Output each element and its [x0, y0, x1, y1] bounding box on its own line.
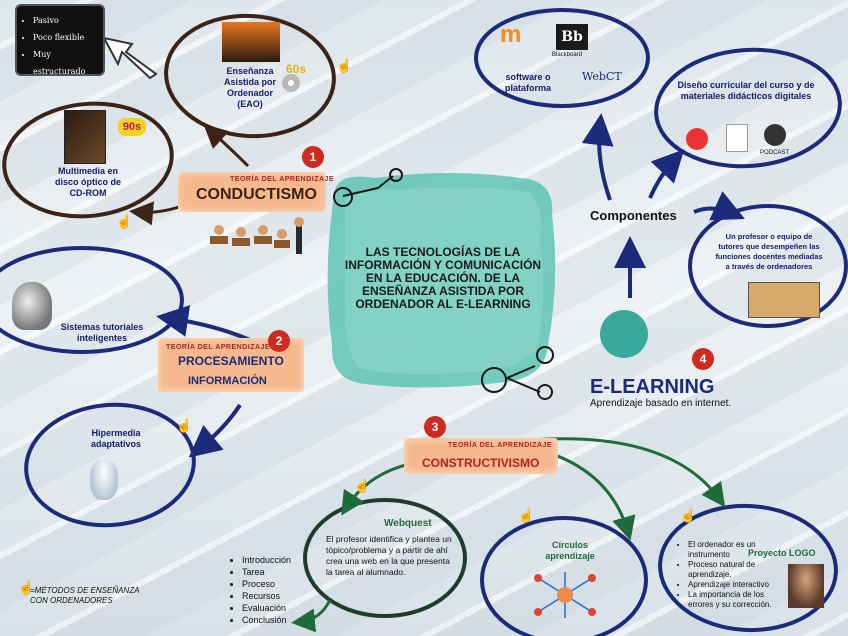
- sistemas-text: Sistemas tutoriales inteligentes: [60, 322, 144, 343]
- logo-item: Proceso natural de aprendizaje.: [688, 560, 784, 580]
- robot-head-image: [12, 282, 52, 330]
- webquest-steps-list: Introducción Tarea Proceso Recursos Eval…: [230, 554, 291, 626]
- youtube-icon: [686, 128, 708, 150]
- ellipse-multimedia: [2, 101, 174, 219]
- webquest-title: Webquest: [384, 518, 432, 529]
- badge-4: 4: [692, 348, 714, 370]
- hand-pointer-icon: ☝: [176, 418, 193, 433]
- elearning-title: E-LEARNING: [590, 376, 715, 398]
- tablet-item: Muy estructurado: [33, 46, 103, 80]
- eao-image: [222, 22, 280, 62]
- robot-toy-image: [90, 460, 118, 500]
- conductismo-theory-tag: TEORÍA DEL APRENDIZAJE: [230, 176, 335, 183]
- tutores-text: Un profesor o equipo de tutores que dese…: [715, 232, 823, 271]
- moodle-logo-icon: m: [500, 21, 522, 48]
- podcast-label: PODCAST: [760, 150, 790, 156]
- constructivismo-title: CONSTRUCTIVISMO: [422, 456, 540, 470]
- network-illustration: [530, 570, 600, 620]
- ensenanza-text: Enseñanza Asistida por Ordenador (EAO): [223, 66, 276, 109]
- tablet-characteristics-list: Pasivo Poco flexible Muy estructurado: [17, 12, 103, 80]
- logo-item: Aprendizaje interactivo: [688, 580, 784, 590]
- procesamiento-title-2: INFORMACIÓN: [188, 375, 267, 387]
- ellipse-ensenanza: [164, 13, 336, 139]
- logo-title: Proyecto LOGO: [748, 548, 816, 558]
- componentes-label: Componentes: [590, 208, 677, 223]
- constructivismo-theory-tag: TEORÍA DEL APRENDIZAJE: [448, 442, 553, 449]
- ellipse-software: [474, 8, 650, 108]
- ellipse-logo: [658, 503, 838, 633]
- hand-pointer-icon-legend: ☝: [18, 580, 35, 595]
- badge-2: 2: [268, 330, 290, 352]
- cd-rom-image: [64, 110, 106, 164]
- multimedia-text: Multimedia en disco óptico de CD-ROM: [54, 166, 121, 198]
- sticker-60s: 60s: [286, 62, 307, 76]
- disenio-text: Diseño curricular del curso y de materia…: [677, 80, 815, 101]
- online-tutor-illustration: [748, 282, 820, 318]
- cd-disc-icon: [282, 74, 300, 92]
- blackboard-logo-icon: Bb: [556, 24, 588, 50]
- webquest-step: Recursos: [242, 590, 291, 602]
- outline-arrow-to-tablet: [102, 36, 158, 80]
- sticker-90s: 90s: [118, 118, 146, 136]
- hand-pointer-icon: ☝: [336, 58, 353, 73]
- software-text: software o plataforma: [504, 72, 551, 93]
- procesamiento-theory-tag: TEORÍA DEL APRENDIZAJE: [166, 344, 271, 351]
- papert-portrait-image: [788, 564, 824, 608]
- webquest-text: El profesor identifica y plantea un tópi…: [326, 534, 452, 577]
- hand-pointer-icon: ☝: [518, 508, 535, 523]
- central-title: LAS TECNOLOGÍAS DE LA INFORMACIÓN Y COMU…: [344, 245, 542, 311]
- legend-text: =MÉTODOS DE ENSEÑANZA CON ORDENADORES: [30, 586, 140, 605]
- molecule-decoration-top: [333, 168, 403, 207]
- hand-pointer-icon: ☝: [116, 214, 133, 229]
- tablet-device: Pasivo Poco flexible Muy estructurado: [15, 4, 105, 76]
- hand-pointer-icon: ☝: [680, 508, 697, 523]
- webquest-step: Proceso: [242, 578, 291, 590]
- webquest-step: Evaluación: [242, 602, 291, 614]
- elearning-laptop-icon: [600, 310, 648, 358]
- ellipse-disenio: [654, 47, 842, 169]
- hand-pointer-icon: ☝: [354, 478, 371, 493]
- classroom-illustration: [208, 216, 318, 258]
- ellipse-hipermedia: [24, 402, 196, 528]
- tablet-item: Pasivo: [33, 12, 103, 29]
- hipermedia-text: Hipermedia adaptativos: [90, 428, 141, 449]
- webct-label: WebCT: [582, 70, 622, 83]
- logo-items-list: El ordenador es un instrumento Proceso n…: [676, 540, 784, 610]
- pdf-icon: [726, 124, 748, 152]
- webquest-step: Introducción: [242, 554, 291, 566]
- elearning-subtitle: Aprendizaje basado en internet.: [590, 398, 732, 409]
- ellipse-webquest: [303, 498, 467, 618]
- ellipse-circulos: [480, 516, 648, 636]
- logo-item: El ordenador es un instrumento: [688, 540, 784, 560]
- circulos-title: Círculos aprendizaje: [545, 540, 595, 561]
- ellipse-sistemas: [0, 246, 184, 354]
- ellipse-tutores: [688, 204, 848, 328]
- conductismo-title: CONDUCTISMO: [196, 186, 317, 203]
- logo-item: La importancia de los errores y su corre…: [688, 590, 784, 610]
- procesamiento-title-1: PROCESAMIENTO: [178, 354, 284, 368]
- webquest-step: Conclusión: [242, 614, 291, 626]
- conductismo-label-bg: [178, 172, 326, 212]
- badge-1: 1: [302, 146, 324, 168]
- podcast-icon: [764, 124, 786, 146]
- blackboard-label: Blackboard: [552, 52, 583, 58]
- webquest-step: Tarea: [242, 566, 291, 578]
- constructivismo-label-bg: [404, 438, 558, 474]
- badge-3: 3: [424, 416, 446, 438]
- tablet-item: Poco flexible: [33, 29, 103, 46]
- molecule-decoration-bottom: [481, 346, 554, 400]
